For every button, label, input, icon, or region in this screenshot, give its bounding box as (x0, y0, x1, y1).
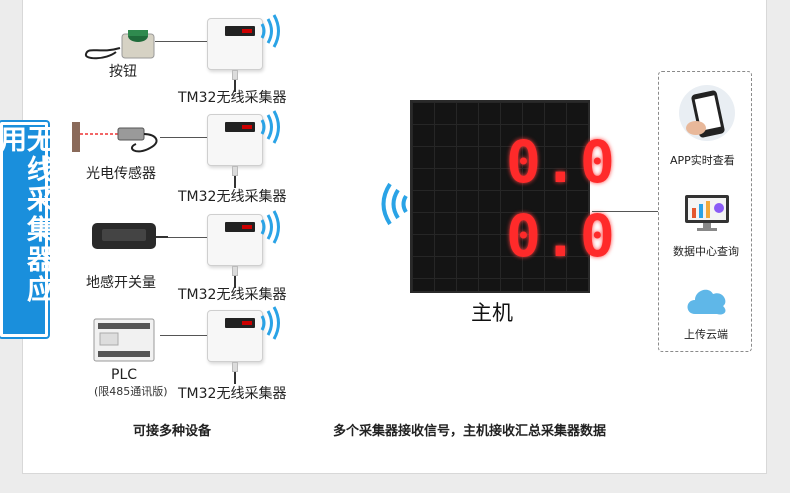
plc-image (93, 318, 155, 362)
output-panel (658, 71, 752, 352)
device-label: 按钮 (109, 64, 137, 80)
wifi-signal-icon (260, 110, 280, 144)
connector-line (160, 137, 207, 138)
host-label: 主机 (471, 301, 513, 325)
monitor-icon (685, 195, 729, 231)
device-sublabel: (限485通讯版) (94, 385, 168, 398)
wifi-signal-icon (260, 306, 280, 340)
button-sensor-image (85, 30, 155, 60)
host-signal-icon (381, 182, 408, 226)
connector-line (155, 41, 207, 42)
device-label: 光电传感器 (86, 166, 156, 182)
device-label: 地感开关量 (86, 275, 156, 291)
host-display: 0.0 0.0 (410, 100, 615, 293)
collector-label: TM32无线采集器 (178, 90, 287, 106)
footer-left-caption: 可接多种设备 (133, 424, 212, 439)
output-label: 上传云端 (684, 328, 728, 341)
ground-sensor-image (92, 223, 168, 249)
output-label: 数据中心查询 (673, 245, 739, 258)
phone-icon (679, 85, 735, 141)
side-title: 无线采集器应用 (0, 125, 53, 305)
connector-line (592, 211, 658, 212)
connector-line (160, 335, 207, 336)
footer-right-caption: 多个采集器接收信号，主机接收汇总采集器数据 (333, 424, 607, 439)
display-line-2: 0.0 (506, 202, 617, 270)
cloud-icon (687, 289, 726, 315)
connector-line (168, 237, 207, 238)
wifi-signal-icon (260, 210, 280, 244)
collector-device (207, 18, 273, 92)
photoelectric-sensor-image (72, 122, 158, 153)
device-label: PLC (111, 367, 138, 383)
collector-device (207, 310, 273, 384)
side-title-tab: 无线采集器应用 (0, 122, 53, 337)
collector-label: TM32无线采集器 (178, 189, 287, 205)
collector-device (207, 214, 273, 288)
display-line-1: 0.0 (506, 128, 617, 196)
collector-label: TM32无线采集器 (178, 287, 287, 303)
collector-device (207, 114, 273, 188)
collector-label: TM32无线采集器 (178, 386, 287, 402)
wifi-signal-icon (260, 14, 280, 48)
output-label: APP实时查看 (670, 154, 735, 167)
